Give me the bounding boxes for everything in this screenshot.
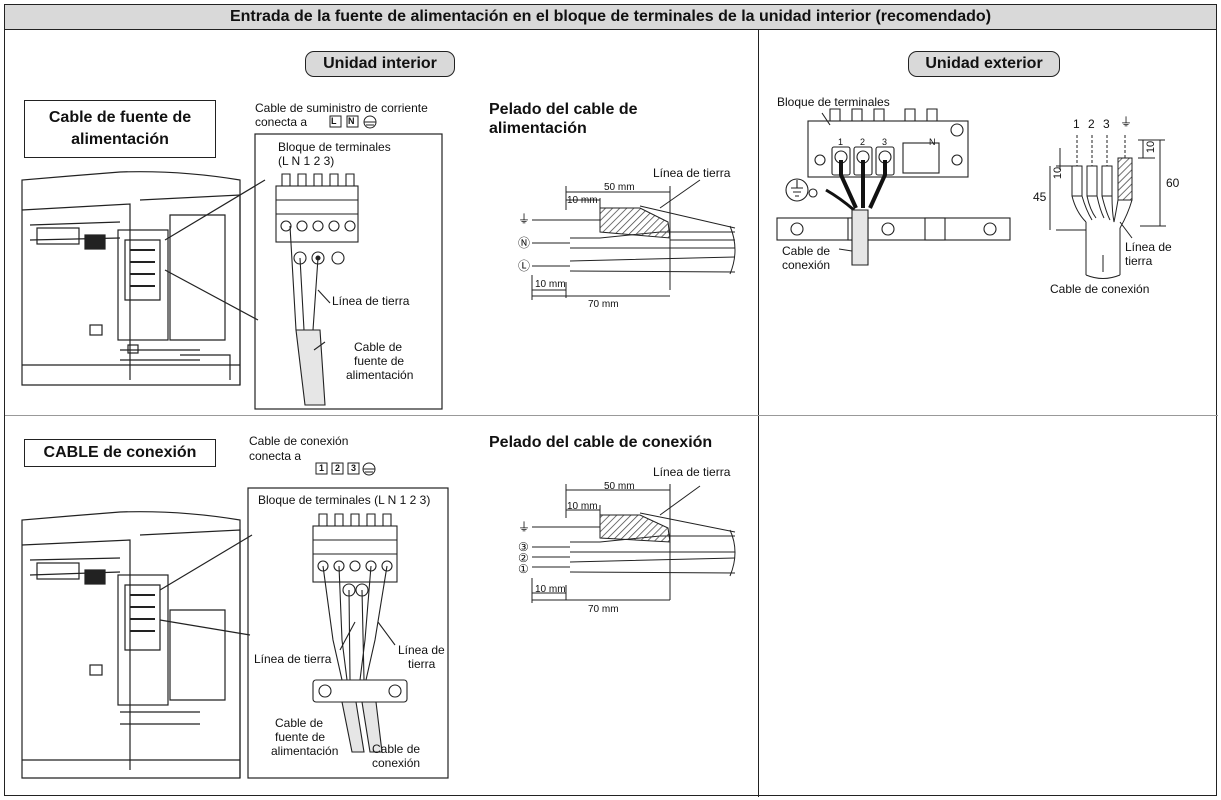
power-dim-10b: 10 mm [535,279,566,290]
conn-earth-left: Línea de tierra [254,652,332,666]
conn-wire-1: ① [518,562,529,576]
power-term-L: L [331,116,337,126]
outdoor-cable-bottom: Cable de conexión [1050,282,1150,296]
outdoor-tb-n: N [929,137,936,147]
power-terminal-block [275,173,359,265]
outdoor-terminal-block [807,108,969,178]
conn-wire-3: ③ [518,540,529,554]
conn-earth-right-1: Línea de [398,643,445,657]
outdoor-clamp [776,112,1011,266]
conn-wire-earth: ⏚ [518,520,531,534]
conn-note-2: conecta a [249,449,302,463]
conn-connect-symbols [315,462,376,476]
power-earth-label: Línea de tierra [332,294,410,308]
outdoor-wires [825,160,887,212]
power-strip-title-2: alimentación [489,120,587,137]
outdoor-tb-num-3: 3 [882,137,888,147]
connection-cable-label: CABLE de conexión [24,439,216,467]
conn-conn-label-1: Cable de [372,742,421,756]
power-wire-L: Ⓛ [518,259,531,273]
outdoor-dim-45: 45 [1033,190,1047,204]
conn-earth-right-2: tierra [408,657,436,671]
power-cable-label-2: fuente de [354,354,405,368]
power-strip-title-1: Pelado del cable de [489,101,638,118]
power-supply-note-1: Cable de suministro de corriente [255,101,428,115]
conn-wire-2: ② [518,551,529,565]
power-strip-diagram [531,179,736,300]
outdoor-dim-10b: 10 [1145,140,1158,154]
page-title: Entrada de la fuente de alimentación en … [5,5,1216,30]
outdoor-wire-1: 1 [1073,117,1080,131]
row-divider [5,415,758,416]
power-strip-earth: Línea de tierra [653,166,731,180]
power-cable-label-3: alimentación [346,368,414,382]
outdoor-tb-num-2: 2 [860,137,866,147]
conn-tb-label: Bloque de terminales (L N 1 2 3) [258,493,431,507]
power-connect-symbols [329,115,377,129]
conn-power-label-3: alimentación [271,744,339,758]
conn-dim-70: 70 mm [588,604,619,615]
power-wire-earth: ⏚ [518,212,531,226]
power-cable-label-text: Cable de fuente de alimentación [48,109,192,148]
outdoor-tb-label: Bloque de terminales [777,95,890,109]
conn-term-2: 2 [335,463,341,473]
power-dim-10a: 10 mm [567,195,598,206]
outdoor-cable-label-2: conexión [782,258,831,272]
conn-dim-10a: 10 mm [567,501,598,512]
power-tb-label-2: (L N 1 2 3) [278,154,335,168]
conn-conn-label-2: conexión [372,756,421,770]
conn-dim-10b: 10 mm [535,584,566,595]
outdoor-strip-diagram [1049,135,1166,279]
outdoor-dim-60: 60 [1166,176,1180,190]
conn-strip-earth: Línea de tierra [653,465,731,479]
conn-term-3: 3 [351,463,357,473]
conn-strip-diagram [531,484,736,603]
outdoor-wire-2: 2 [1088,117,1095,131]
power-dim-50: 50 mm [604,182,635,193]
page-frame: Entrada de la fuente de alimentación en … [4,4,1218,797]
indoor-unit-illustration-2 [21,511,253,779]
conn-cable-wires [312,565,408,753]
conn-power-label-1: Cable de [275,716,324,730]
outdoor-cable-label-1: Cable de [782,244,831,258]
power-tb-label-1: Bloque de terminales [278,140,391,154]
outdoor-earth-label-1: Línea de [1125,240,1172,254]
indoor-unit-header: Unidad interior [305,51,455,77]
power-cable-label-1: Cable de [354,340,403,354]
indoor-unit-illustration [21,171,266,386]
outdoor-wire-3: 3 [1103,117,1110,131]
power-supply-note-2: conecta a [255,115,308,129]
power-term-N: N [348,116,355,126]
power-wire-N: Ⓝ [518,236,531,250]
power-cable-wires [289,225,331,406]
outdoor-unit-header: Unidad exterior [908,51,1060,77]
outdoor-tb-num-1: 1 [838,137,844,147]
power-dim-70: 70 mm [588,299,619,310]
conn-power-label-2: fuente de [275,730,326,744]
row-divider-right [758,415,1218,416]
conn-note-1: Cable de conexión [249,434,349,448]
power-cable-label: Cable de fuente de alimentación [24,100,216,158]
conn-term-1: 1 [319,463,325,473]
outdoor-dim-10a: 10 [1052,166,1065,180]
outdoor-earth-label-2: tierra [1125,254,1153,268]
outdoor-earth-symbol: ⏚ [1120,115,1133,129]
conn-strip-title: Pelado del cable de conexión [489,434,713,451]
conn-dim-50: 50 mm [604,481,635,492]
column-divider [758,29,759,797]
